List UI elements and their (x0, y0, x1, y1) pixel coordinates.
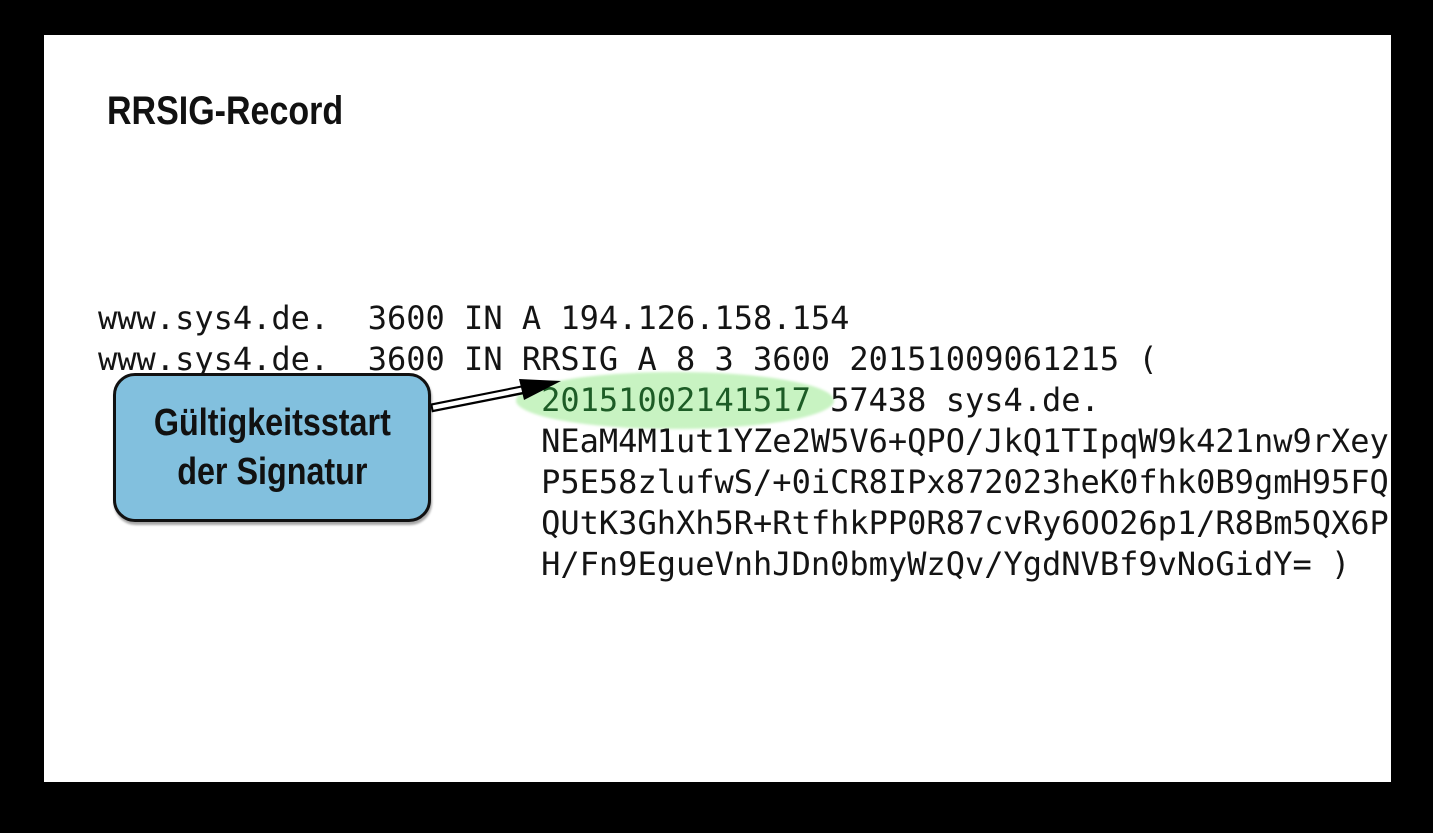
record-line-a: www.sys4.de. 3600 IN A 194.126.158.154 (98, 299, 850, 337)
callout-label: Gültigkeitsstart der Signatur (154, 399, 391, 497)
highlight-ellipse (516, 372, 834, 429)
callout-label-line1: Gültigkeitsstart (153, 401, 391, 444)
record-line-inception: 20151002141517 57438 sys4.de. (98, 380, 1389, 421)
signature-inception-value: 20151002141517 (541, 381, 811, 419)
slide-title: RRSIG-Record (107, 89, 344, 133)
record-sig-line-1: NEaM4M1ut1YZe2W5V6+QPO/JkQ1TIpqW9k421nw9… (541, 422, 1389, 460)
record-sig-line-3: QUtK3GhXh5R+RtfhkPP0R87cvRy6OO26p1/R8Bm5… (541, 504, 1389, 542)
record-sig-line-4: H/Fn9EgueVnhJDn0bmyWzQv/YgdNVBf9vNoGidY=… (541, 545, 1351, 583)
record-line-rrsig-open: www.sys4.de. 3600 IN RRSIG A 8 3 3600 20… (98, 340, 1158, 378)
callout-label-line2: der Signatur (176, 450, 368, 493)
record-line-inception-rest: 57438 sys4.de. (810, 381, 1100, 419)
callout-box: Gültigkeitsstart der Signatur (113, 373, 431, 522)
record-sig-line-2: P5E58zlufwS/+0iCR8IPx872023heK0fhk0B9gmH… (541, 463, 1389, 501)
